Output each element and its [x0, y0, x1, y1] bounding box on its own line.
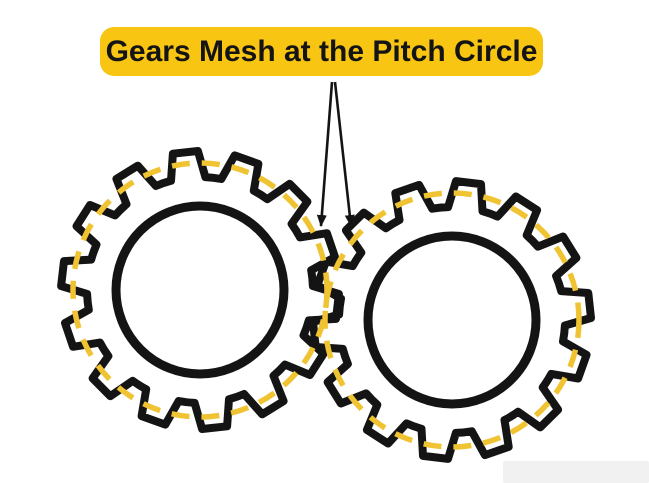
left-gear-outline [57, 147, 343, 433]
right-gear-pitch-circle [322, 190, 582, 450]
gear-outlines [57, 147, 595, 463]
pointer-arrows [316, 81, 355, 227]
pointer-arrow-1 [316, 81, 334, 227]
pointer-arrow-2 [333, 81, 355, 227]
watermark-block [503, 461, 649, 483]
gear-bodies [61, 151, 591, 459]
right-gear-inner-circle [363, 231, 541, 409]
left-gear-inner-circle [111, 201, 289, 379]
pitch-circle-label: Gears Mesh at the Pitch Circle [100, 27, 543, 76]
pitch-circles [70, 160, 582, 450]
left-gear-body [61, 151, 339, 429]
right-gear-body [313, 181, 591, 459]
right-gear-outline [309, 177, 595, 463]
